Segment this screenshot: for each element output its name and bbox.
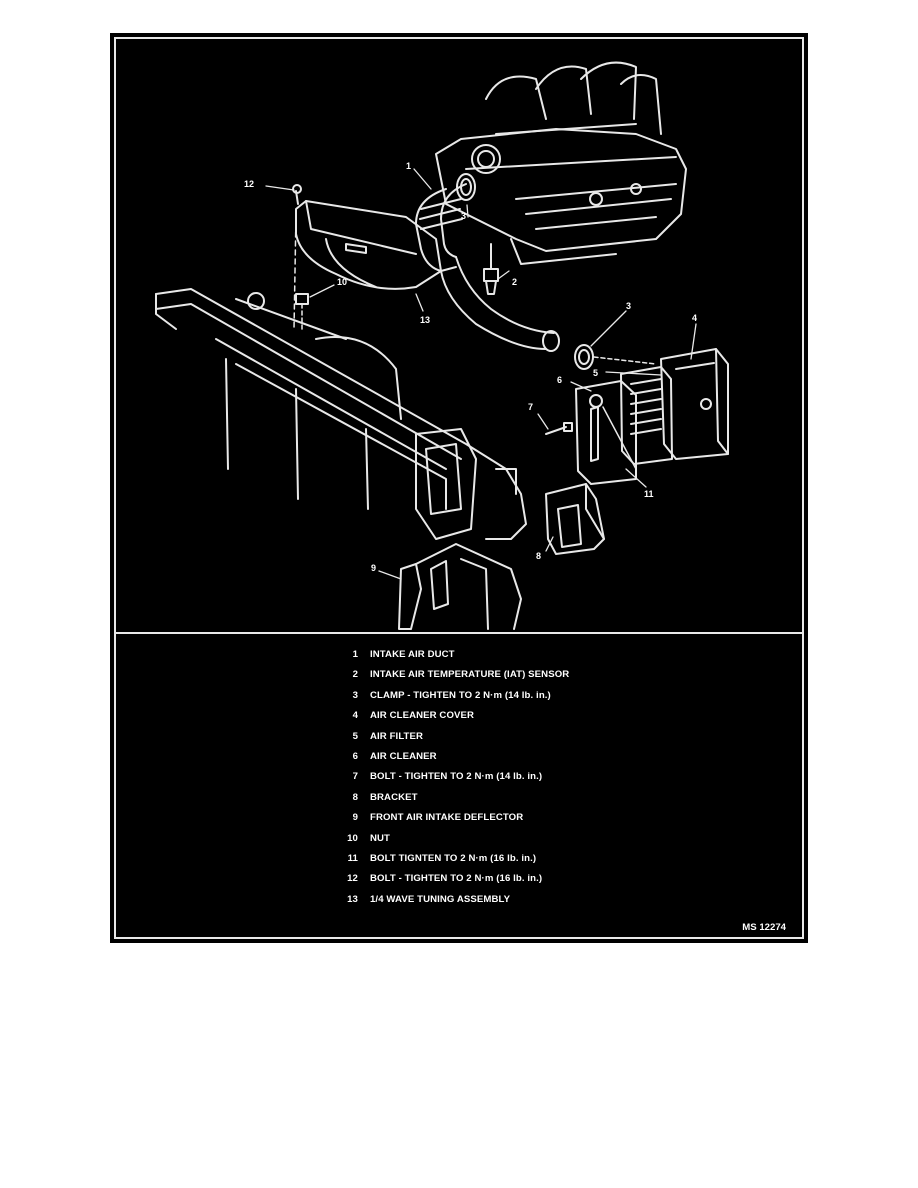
callout-5: 5 xyxy=(593,368,598,378)
callout-4: 4 xyxy=(692,313,697,323)
legend-text: INTAKE AIR DUCT xyxy=(370,649,455,660)
legend-number: 1 xyxy=(352,649,358,660)
legend-number: 9 xyxy=(352,812,358,824)
bolt-11-leader xyxy=(602,406,637,470)
legend-text: NUT xyxy=(370,832,391,844)
callout-10: 10 xyxy=(337,277,347,287)
figure-divider xyxy=(114,632,804,634)
bolt-12 xyxy=(292,184,302,330)
legend-text: FRONT AIR INTAKE DEFLECTOR xyxy=(370,812,524,824)
engine-manifold xyxy=(435,61,687,265)
legend-number: 6 xyxy=(352,750,358,762)
callout-3-upper: 3 xyxy=(461,211,466,221)
legend-item: 11 BOLT TIGNTEN TO 2 N·m (16 lb. in.) xyxy=(330,849,569,869)
wave-tuning-assembly xyxy=(295,200,442,290)
legend-number: 11 xyxy=(347,852,358,864)
legend-number: 13 xyxy=(347,893,358,905)
legend-number: 4 xyxy=(352,710,358,722)
intake-air-duct xyxy=(415,183,560,352)
air-cleaner-cover xyxy=(660,348,729,460)
legend-item: 5 AIR FILTER xyxy=(330,727,569,747)
front-air-intake-deflector xyxy=(398,543,522,630)
legend-number: 7 xyxy=(352,771,358,783)
legend-number: 3 xyxy=(352,689,358,701)
legend-number: 8 xyxy=(352,791,358,803)
callout-13: 13 xyxy=(420,315,430,325)
callout-11: 11 xyxy=(644,489,654,499)
legend-text: AIR CLEANER xyxy=(370,750,437,762)
callout-3-lower: 3 xyxy=(626,301,631,311)
legend-number: 12 xyxy=(347,873,358,885)
bracket-8 xyxy=(545,483,605,555)
clamp-upper xyxy=(456,173,476,201)
bolt-7 xyxy=(545,422,573,435)
legend-item: 7 BOLT - TIGHTEN TO 2 N·m (14 lb. in.) xyxy=(330,767,569,787)
legend-text: 1/4 WAVE TUNING ASSEMBLY xyxy=(370,893,511,905)
legend-item: 6 AIR CLEANER xyxy=(330,747,569,767)
callout-7: 7 xyxy=(528,402,533,412)
legend-item: 13 1/4 WAVE TUNING ASSEMBLY xyxy=(330,890,569,910)
figure-frame xyxy=(114,37,804,939)
figure-code: MS 12274 xyxy=(742,922,786,933)
legend-text: AIR CLEANER COVER xyxy=(370,710,475,722)
radiator-support xyxy=(155,288,527,540)
legend-text: AIR FILTER xyxy=(370,730,424,742)
legend-text: BOLT - TIGHTEN TO 2 N·m (14 lb. in.) xyxy=(370,771,543,783)
callout-8: 8 xyxy=(536,551,541,561)
legend-item: 3 CLAMP - TIGHTEN TO 2 N·m (14 lb. in.) xyxy=(330,686,569,706)
legend-item: 1 INTAKE AIR DUCT xyxy=(330,645,569,665)
legend-item: 4 AIR CLEANER COVER xyxy=(330,706,569,726)
legend-text: INTAKE AIR TEMPERATURE (IAT) SENSOR xyxy=(370,669,570,681)
callout-12: 12 xyxy=(244,179,254,189)
callout-9: 9 xyxy=(371,563,376,573)
nut-10 xyxy=(295,293,309,330)
legend-number: 10 xyxy=(347,832,358,844)
air-filter xyxy=(620,366,673,465)
legend-item: 2 INTAKE AIR TEMPERATURE (IAT) SENSOR xyxy=(330,665,570,685)
legend-item: 8 BRACKET xyxy=(330,788,569,808)
legend-number: 2 xyxy=(352,669,358,681)
air-cleaner xyxy=(575,380,637,485)
legend-text: BRACKET xyxy=(370,791,418,803)
iat-sensor xyxy=(483,243,499,295)
leader-lines xyxy=(265,168,697,580)
legend-item: 9 FRONT AIR INTAKE DEFLECTOR xyxy=(330,808,569,828)
clamp-lower xyxy=(574,344,594,370)
legend-number: 5 xyxy=(352,730,358,742)
callout-2: 2 xyxy=(512,277,517,287)
legend-text: BOLT TIGNTEN TO 2 N·m (16 lb. in.) xyxy=(370,852,537,864)
legend-text: CLAMP - TIGHTEN TO 2 N·m (14 lb. in.) xyxy=(370,689,551,701)
callout-1: 1 xyxy=(406,161,411,171)
exploded-view-drawing: 1 2 3 3 4 5 6 7 8 9 10 11 12 13 xyxy=(155,61,729,630)
legend-text: BOLT - TIGHTEN TO 2 N·m (16 lb. in.) xyxy=(370,873,543,885)
callout-6: 6 xyxy=(557,375,562,385)
parts-legend: 1 INTAKE AIR DUCT 2 INTAKE AIR TEMPERATURE… xyxy=(330,645,569,910)
legend-item: 12 BOLT - TIGHTEN TO 2 N·m (16 lb. in.) xyxy=(330,869,569,889)
callout-labels: 1 2 3 3 4 5 6 7 8 9 10 11 12 13 xyxy=(244,161,697,573)
legend-item: 10 NUT xyxy=(330,829,569,849)
